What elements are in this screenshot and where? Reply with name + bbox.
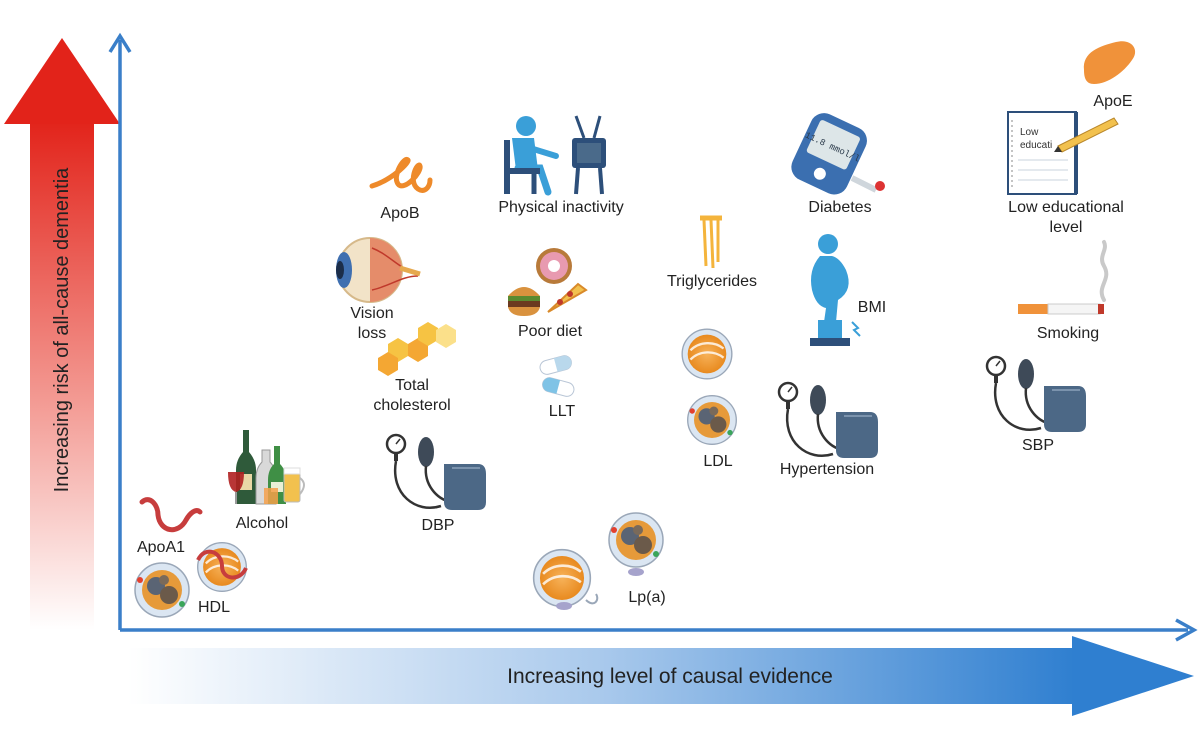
eye-icon <box>336 237 421 303</box>
label-vision-loss: Vision loss <box>350 305 394 342</box>
x-axis-label: Increasing level of causal evidence <box>507 665 833 688</box>
label-hypertension: Hypertension <box>779 461 875 478</box>
label-apoa1: ApoA1 <box>136 539 186 556</box>
obese-person-scale-icon <box>810 234 861 346</box>
label-apoe: ApoE <box>1093 93 1133 110</box>
apoa1-strand-icon <box>139 497 203 532</box>
glucometer-icon: 11.8 mmol/l <box>791 113 885 195</box>
blood-pressure-cuff-icon <box>777 381 880 460</box>
y-axis-label: Increasing risk of all-cause dementia <box>51 167 73 493</box>
notebook-text: Low educati <box>1020 127 1053 151</box>
cigarette-icon <box>1018 240 1109 315</box>
label-sbp: SBP <box>1021 437 1054 454</box>
label-lpa: Lp(a) <box>628 589 666 606</box>
hexagon-cholesterol-icon <box>378 322 456 376</box>
label-hdl: HDL <box>197 599 230 616</box>
axes <box>108 32 1198 642</box>
food-icon <box>508 248 588 316</box>
triglyceride-icon <box>700 215 722 269</box>
blood-pressure-cuff-icon <box>985 355 1088 434</box>
apob-strand-icon <box>369 157 433 193</box>
label-low-educational-level: Low educational level <box>1008 199 1124 236</box>
notebook-pencil-icon <box>1007 111 1119 195</box>
label-ldl: LDL <box>703 453 733 470</box>
label-diabetes: Diabetes <box>808 199 872 216</box>
apoe-blob-icon <box>1083 41 1136 84</box>
label-smoking: Smoking <box>1036 325 1100 342</box>
label-apob: ApoB <box>380 205 420 222</box>
label-dbp: DBP <box>421 517 455 534</box>
lipoprotein-icon <box>681 328 737 445</box>
label-bmi: BMI <box>857 299 887 316</box>
label-physical-inactivity: Physical inactivity <box>498 199 624 216</box>
label-llt: LLT <box>548 403 576 420</box>
lipoprotein-icon <box>532 512 664 610</box>
person-tv-icon <box>504 115 606 196</box>
evidence-arrow <box>128 636 1194 716</box>
label-triglycerides: Triglycerides <box>666 273 758 290</box>
blood-pressure-cuff-icon <box>385 433 488 512</box>
label-alcohol: Alcohol <box>235 515 289 532</box>
label-total-cholesterol: Total cholesterol <box>373 377 451 414</box>
alcohol-bottles-icon <box>228 430 305 505</box>
risk-arrow <box>4 38 120 630</box>
hdl-particle-icon <box>134 541 248 618</box>
pill-icon <box>539 355 575 397</box>
label-poor-diet: Poor diet <box>517 323 583 340</box>
